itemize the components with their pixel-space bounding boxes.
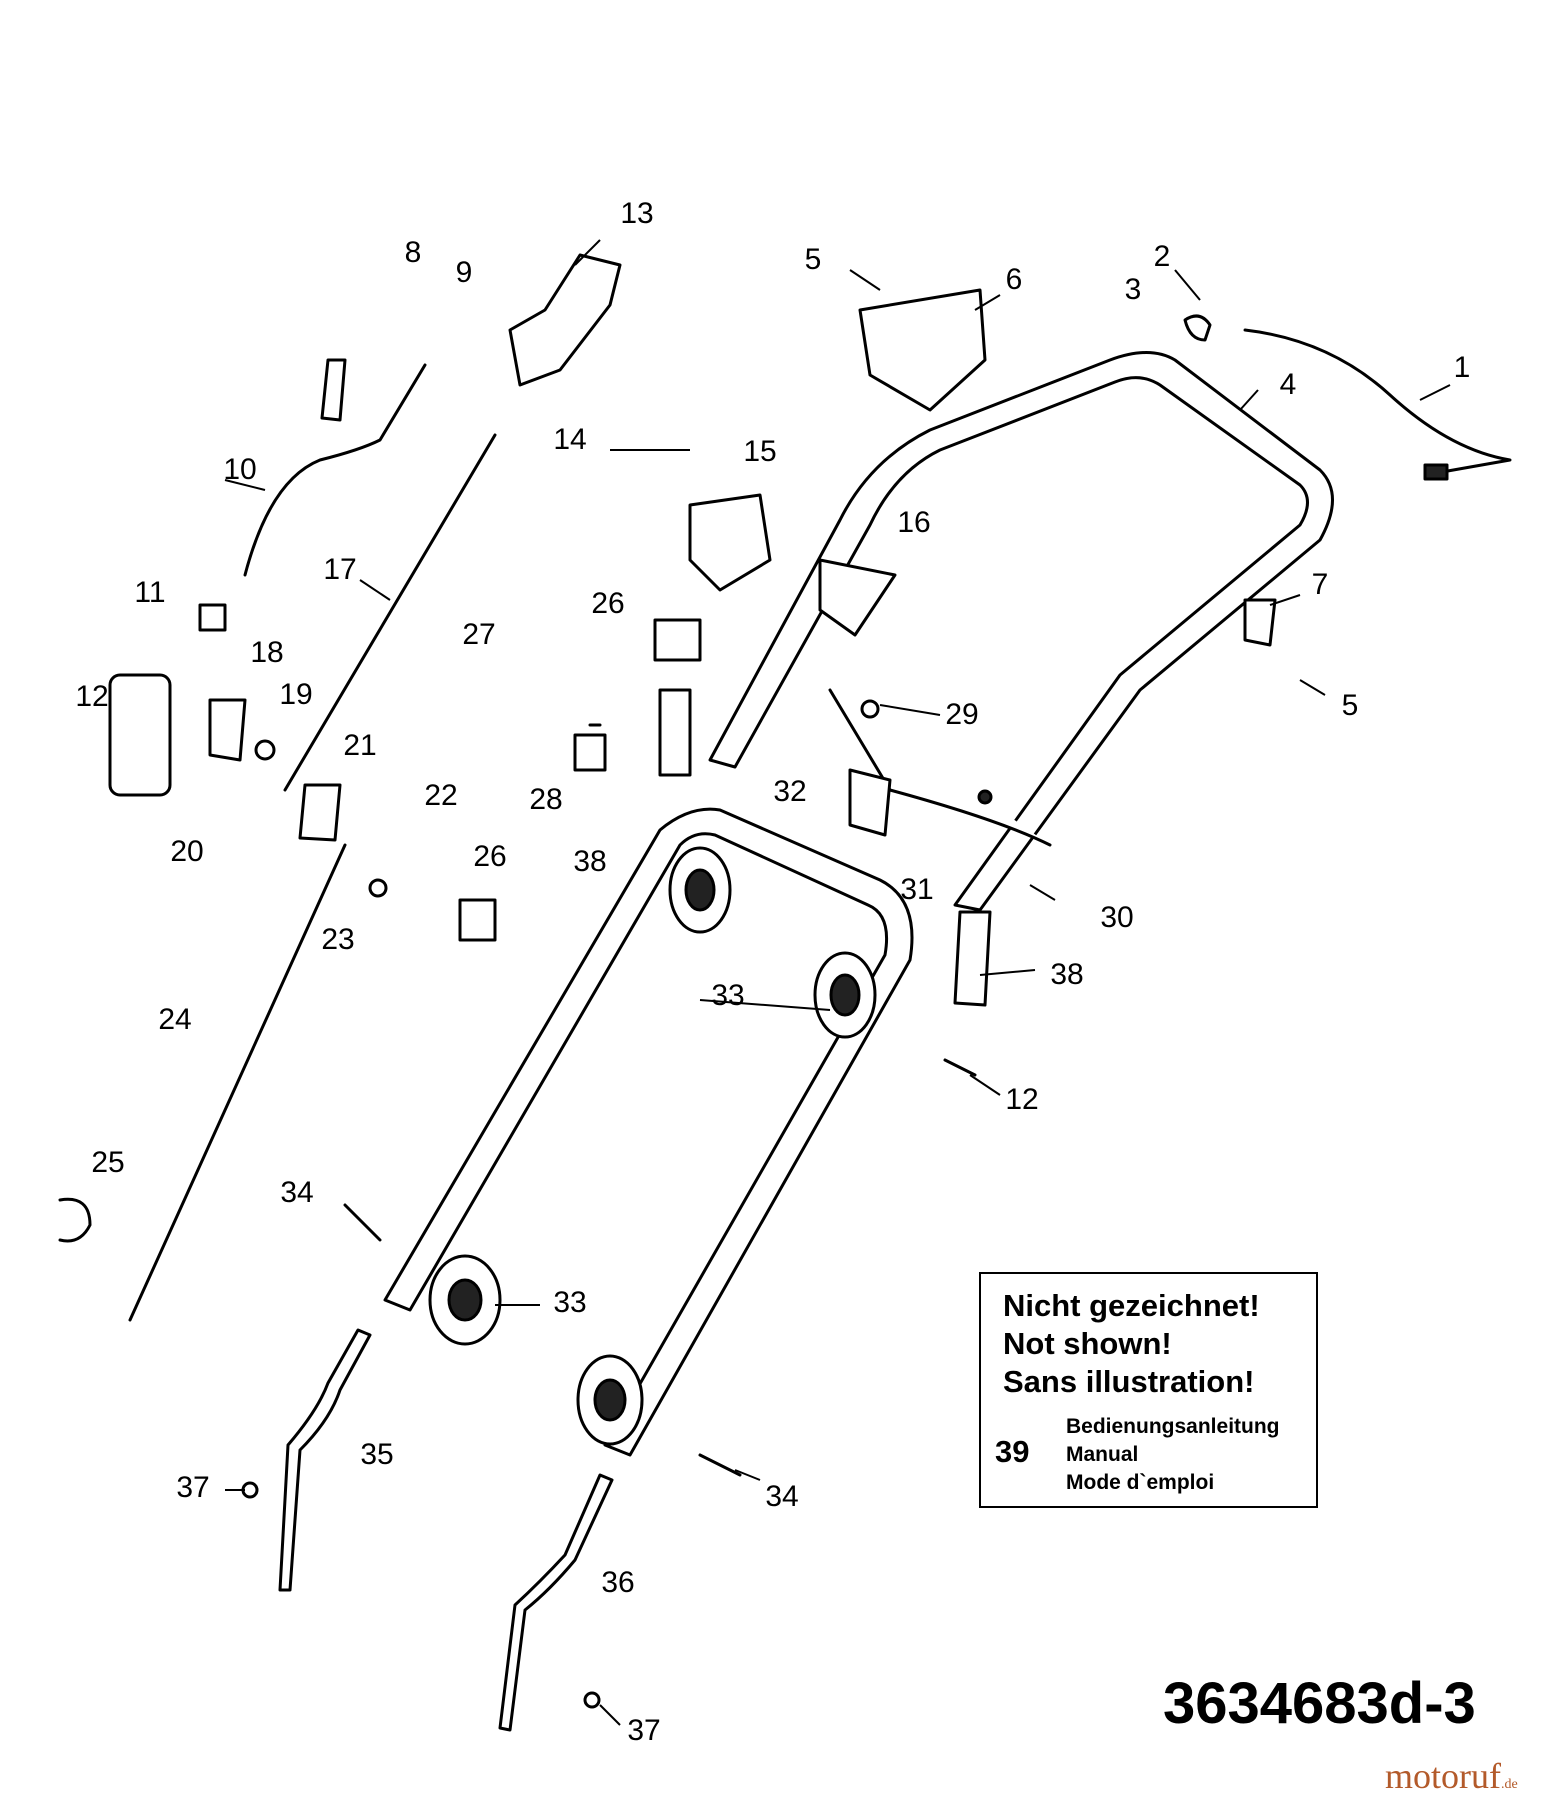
- part-label: 15: [743, 435, 777, 468]
- part-label: 10: [223, 453, 257, 486]
- part-label: 23: [321, 923, 355, 956]
- note-item-number: 39: [995, 1434, 1030, 1469]
- part-label: 35: [360, 1438, 394, 1471]
- document-number: 3634683d-3: [1163, 1671, 1476, 1736]
- watermark-name: motoruf: [1385, 1756, 1501, 1796]
- part-label: 36: [601, 1566, 635, 1599]
- note-item-line: Mode d`emploi: [1066, 1471, 1215, 1494]
- part-label: 12: [1005, 1083, 1039, 1116]
- part-label: 9: [455, 256, 473, 289]
- part-label: 28: [529, 783, 563, 816]
- lower-tube-parts: [278, 1328, 614, 1732]
- note-line: Nicht gezeichnet!: [1003, 1288, 1260, 1323]
- part-label: 1: [1453, 351, 1471, 384]
- lower-handle-part: [383, 807, 914, 1457]
- part-label: 17: [323, 553, 357, 586]
- part-label: 24: [158, 1003, 192, 1036]
- part-label: 29: [945, 698, 979, 731]
- part-label: 13: [620, 197, 654, 230]
- part-label: 31: [900, 873, 934, 906]
- part-label: 21: [343, 729, 377, 762]
- part-label: 4: [1279, 368, 1297, 401]
- cable-part: [1243, 328, 1512, 481]
- part-label: 6: [1005, 263, 1023, 296]
- note-item-line: Manual: [1066, 1443, 1139, 1466]
- upper-handle-part: [708, 351, 1334, 912]
- part-label: 34: [765, 1480, 799, 1513]
- part-label: 18: [250, 636, 284, 669]
- part-label: 7: [1311, 568, 1329, 601]
- part-label: 30: [1100, 901, 1134, 934]
- leader-lines: [224, 239, 1451, 1726]
- part-label: 33: [711, 979, 745, 1012]
- part-label: 33: [553, 1286, 587, 1319]
- part-label: 11: [134, 576, 166, 609]
- part-label: 26: [473, 840, 507, 873]
- part-label: 37: [176, 1471, 210, 1504]
- rod-parts: [128, 363, 497, 1322]
- note-item-line: Bedienungsanleitung: [1066, 1415, 1280, 1438]
- part-label: 16: [897, 506, 931, 539]
- part-label: 19: [279, 678, 313, 711]
- part-label: 3: [1124, 273, 1142, 306]
- watermark-logo: motoruf.de: [1385, 1755, 1518, 1797]
- note-line: Sans illustration!: [1003, 1364, 1255, 1399]
- part-label: 12: [75, 680, 109, 713]
- part-label: 5: [804, 243, 822, 276]
- part-label: 38: [1050, 958, 1084, 991]
- part-label: 8: [404, 236, 422, 269]
- part-label: 37: [627, 1714, 661, 1747]
- part-label: 22: [424, 779, 458, 812]
- part-label: 27: [462, 618, 496, 651]
- part-label: 20: [170, 835, 204, 868]
- part-label: 34: [280, 1176, 314, 1209]
- part-label: 26: [591, 587, 625, 620]
- part-label: 2: [1153, 240, 1171, 273]
- note-line: Not shown!: [1003, 1326, 1172, 1361]
- watermark-tld: .de: [1500, 1777, 1518, 1792]
- part-label: 38: [573, 845, 607, 878]
- part-label: 14: [553, 423, 587, 456]
- part-label: 32: [773, 775, 807, 808]
- pulley-parts: [428, 846, 877, 1446]
- small-parts: [58, 253, 1277, 1709]
- part-label: 5: [1341, 689, 1359, 722]
- not-shown-note-box: Nicht gezeichnet! Not shown! Sans illust…: [979, 1272, 1318, 1508]
- part-label: 25: [91, 1146, 125, 1179]
